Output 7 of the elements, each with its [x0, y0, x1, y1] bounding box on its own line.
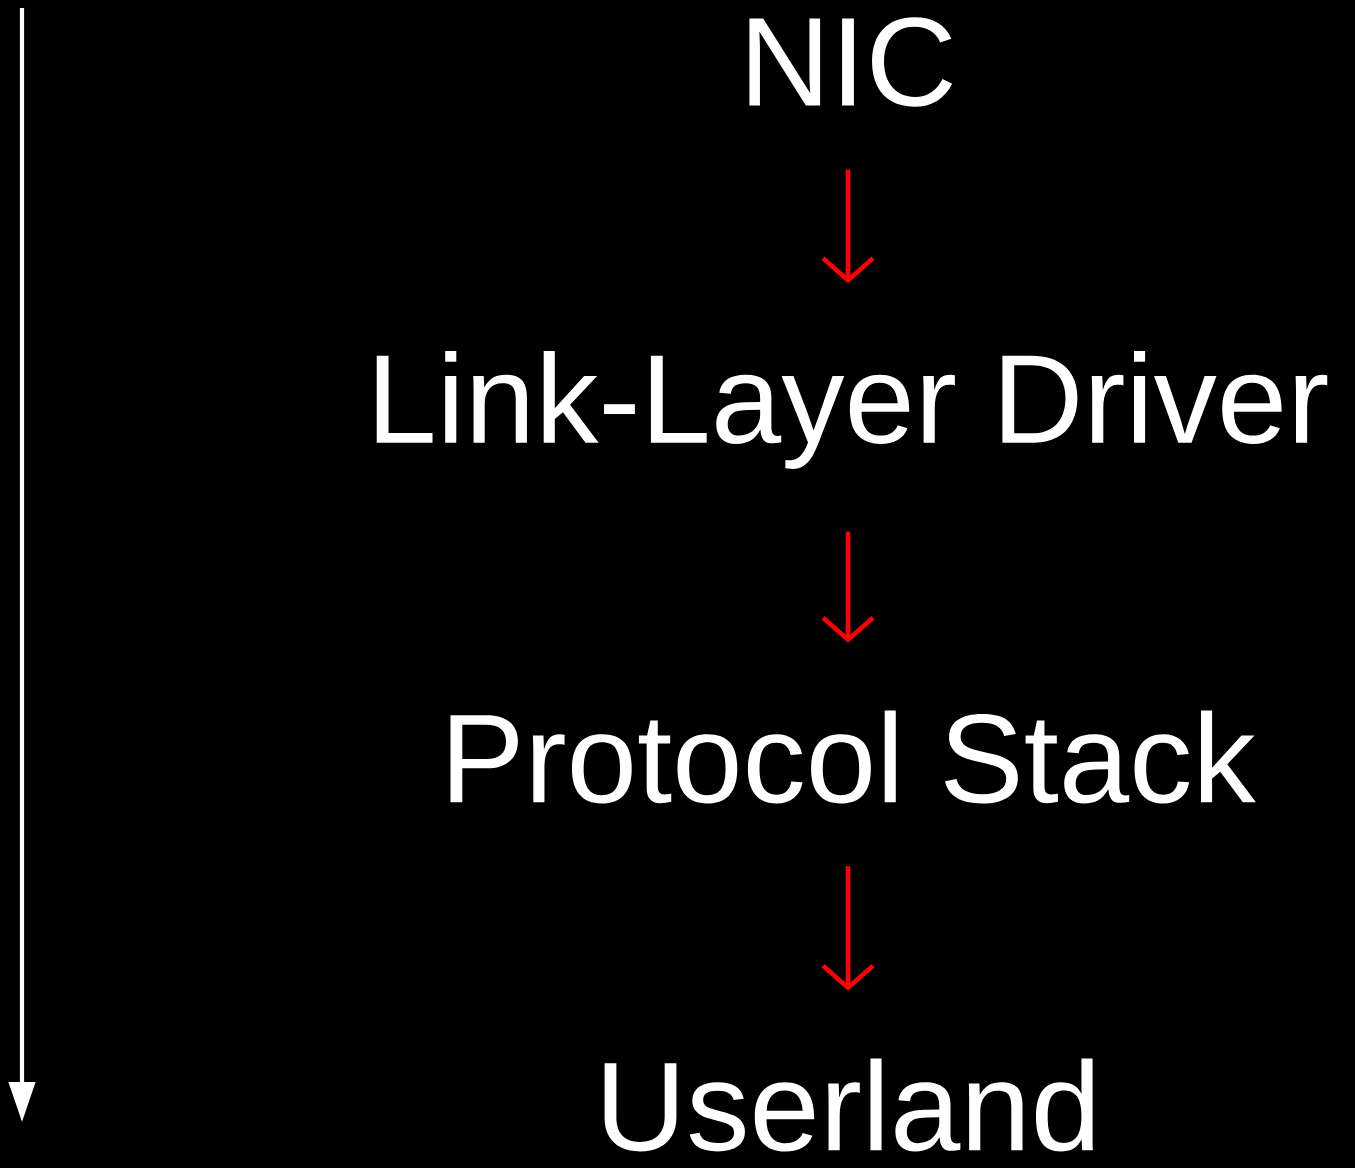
arrow	[821, 531, 875, 643]
arrow	[821, 169, 875, 284]
node-label: Userland	[604, 1058, 1093, 1152]
node-label: NIC	[749, 17, 953, 107]
node-label: Link-Layer Driver	[376, 351, 1328, 469]
arrow	[821, 866, 875, 991]
node-label: Protocol Stack	[450, 710, 1256, 804]
